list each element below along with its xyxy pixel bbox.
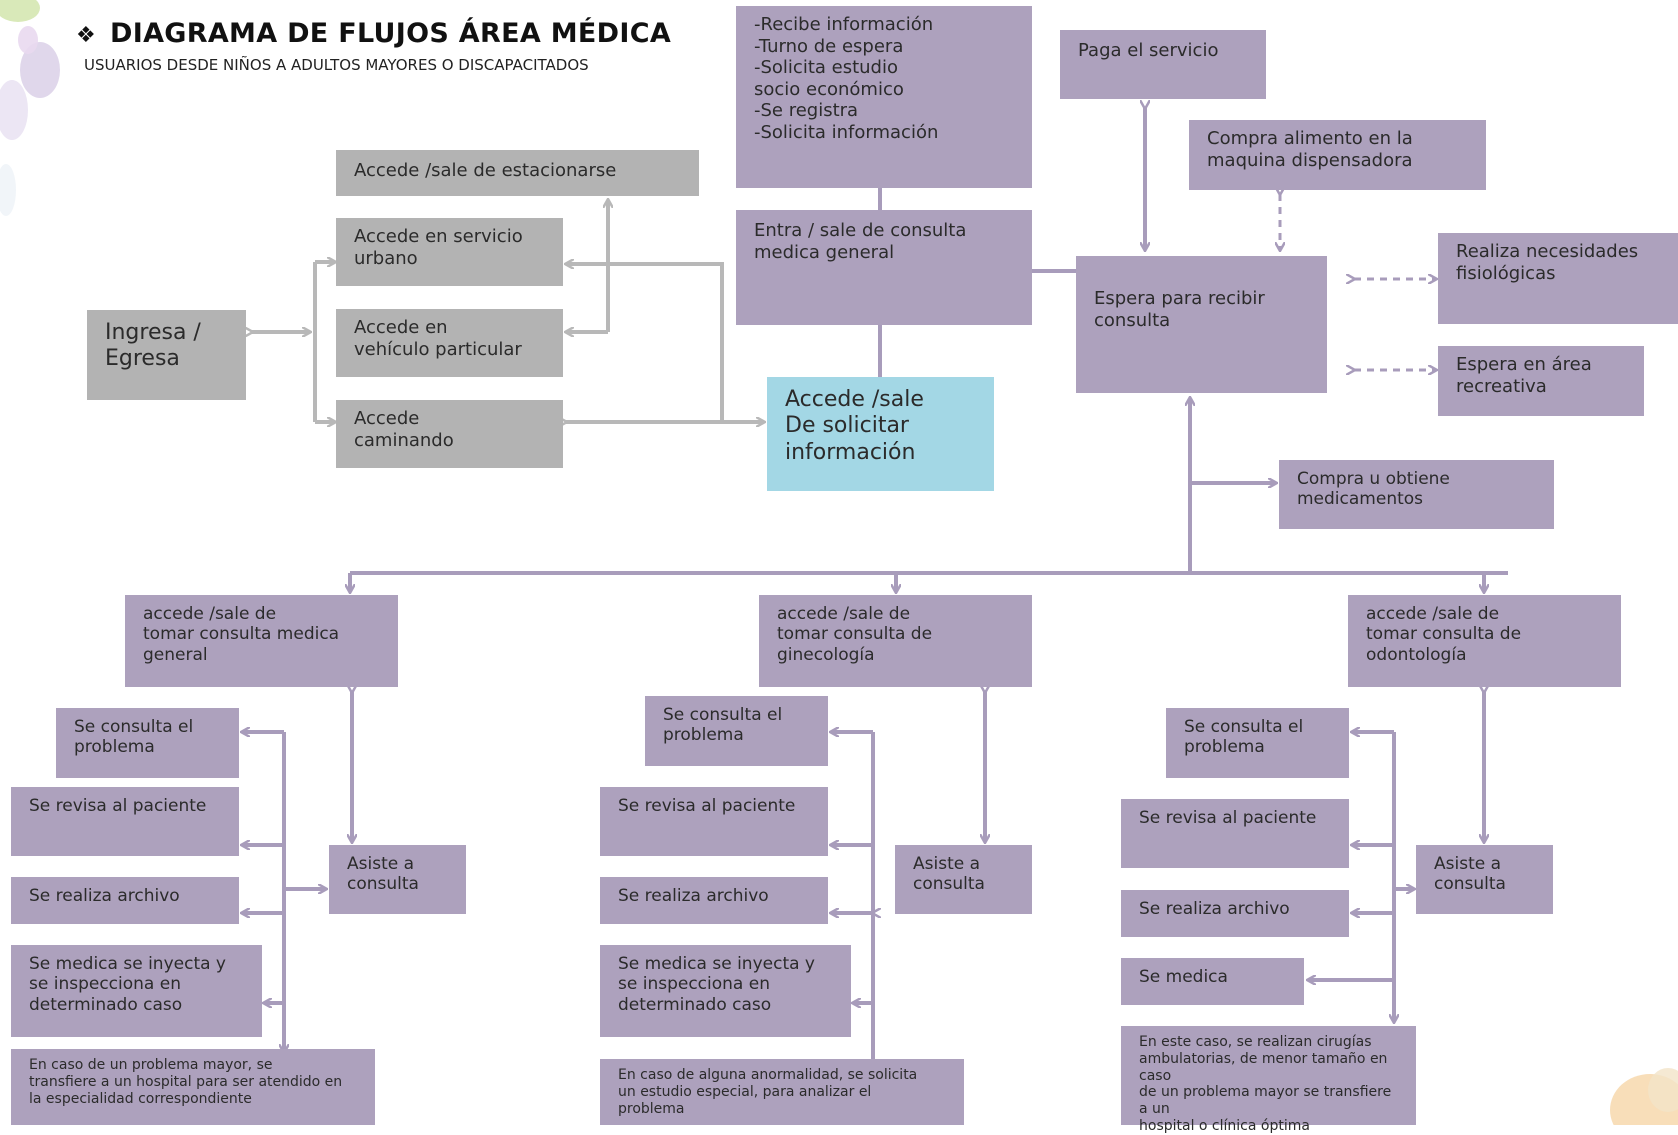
node-odontologia-asiste: Asiste a consulta <box>1416 845 1553 914</box>
node-odontologia-caso: En este caso, se realizan cirugías ambul… <box>1121 1026 1416 1134</box>
node-recibe-informacion: -Recibe información -Turno de espera -So… <box>736 6 1032 188</box>
node-odontologia-medica: Se medica <box>1121 958 1304 1005</box>
node-odontologia-revisa: Se revisa al paciente <box>1121 799 1349 868</box>
node-caminando: Accede caminando <box>336 400 563 468</box>
node-odontologia-archivo: Se realiza archivo <box>1121 890 1349 937</box>
node-ginecologia-accede: accede /sale de tomar consulta de gineco… <box>759 595 1032 687</box>
node-general-archivo: Se realiza archivo <box>11 877 239 924</box>
node-general-caso: En caso de un problema mayor, se transfi… <box>11 1049 375 1125</box>
node-entra-consulta-general: Entra / sale de consulta medica general <box>736 210 1032 325</box>
node-area-recreativa: Espera en área recreativa <box>1438 346 1644 416</box>
page-title-text: DIAGRAMA DE FLUJOS ÁREA MÉDICA <box>110 18 672 49</box>
node-necesidades-fisiologicas: Realiza necesidades fisiológicas <box>1438 233 1678 324</box>
node-solicitar-informacion: Accede /sale De solicitar información <box>767 377 994 491</box>
node-general-accede: accede /sale de tomar consulta medica ge… <box>125 595 398 687</box>
page-subtitle: USUARIOS DESDE NIÑOS A ADULTOS MAYORES O… <box>84 56 589 74</box>
page-title: ❖ DIAGRAMA DE FLUJOS ÁREA MÉDICA <box>76 18 671 49</box>
arrow-to-urbano-return <box>566 264 724 422</box>
bullet-icon: ❖ <box>76 23 97 48</box>
node-espera-consulta: Espera para recibir consulta <box>1076 256 1327 393</box>
node-vehiculo-particular: Accede en vehículo particular <box>336 309 563 377</box>
node-general-consulta-problema: Se consulta el problema <box>56 708 239 778</box>
node-ginecologia-revisa: Se revisa al paciente <box>600 787 828 856</box>
node-estacionarse: Accede /sale de estacionarse <box>336 150 699 196</box>
node-ginecologia-caso: En caso de alguna anormalidad, se solici… <box>600 1059 964 1125</box>
node-general-medica: Se medica se inyecta y se inspecciona en… <box>11 945 262 1037</box>
node-ginecologia-asiste: Asiste a consulta <box>895 845 1032 914</box>
node-compra-alimento: Compra alimento en la maquina dispensado… <box>1189 120 1486 190</box>
flower-decoration-bottom-right <box>1610 1068 1678 1125</box>
node-servicio-urbano: Accede en servicio urbano <box>336 218 563 286</box>
node-ginecologia-archivo: Se realiza archivo <box>600 877 828 924</box>
node-odontologia-accede: accede /sale de tomar consulta de odonto… <box>1348 595 1621 687</box>
flower-decoration-top-left <box>0 0 60 216</box>
node-paga-servicio: Paga el servicio <box>1060 30 1266 99</box>
node-odontologia-consulta-problema: Se consulta el problema <box>1166 708 1349 778</box>
node-ingresa-egresa: Ingresa / Egresa <box>87 310 246 400</box>
node-ginecologia-consulta-problema: Se consulta el problema <box>645 696 828 766</box>
node-general-revisa: Se revisa al paciente <box>11 787 239 856</box>
node-general-asiste: Asiste a consulta <box>329 845 466 914</box>
node-medicamentos: Compra u obtiene medicamentos <box>1279 460 1554 529</box>
node-ginecologia-medica: Se medica se inyecta y se inspecciona en… <box>600 945 851 1037</box>
